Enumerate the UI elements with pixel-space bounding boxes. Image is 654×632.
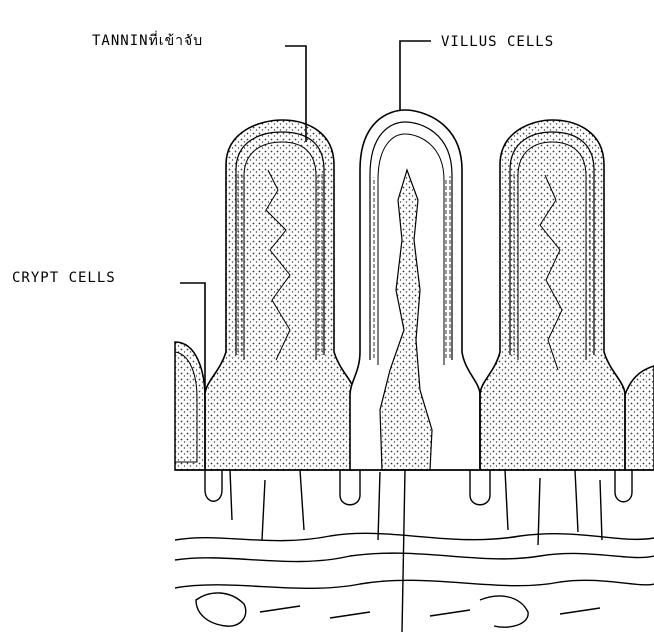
- left-edge-villus: [175, 342, 205, 470]
- crypt-bases: [205, 470, 632, 505]
- right-edge-villus: [625, 366, 654, 470]
- villus-left: [205, 120, 355, 470]
- villus-right: [480, 120, 625, 470]
- submucosa: [175, 470, 654, 632]
- villus-center: [350, 110, 480, 470]
